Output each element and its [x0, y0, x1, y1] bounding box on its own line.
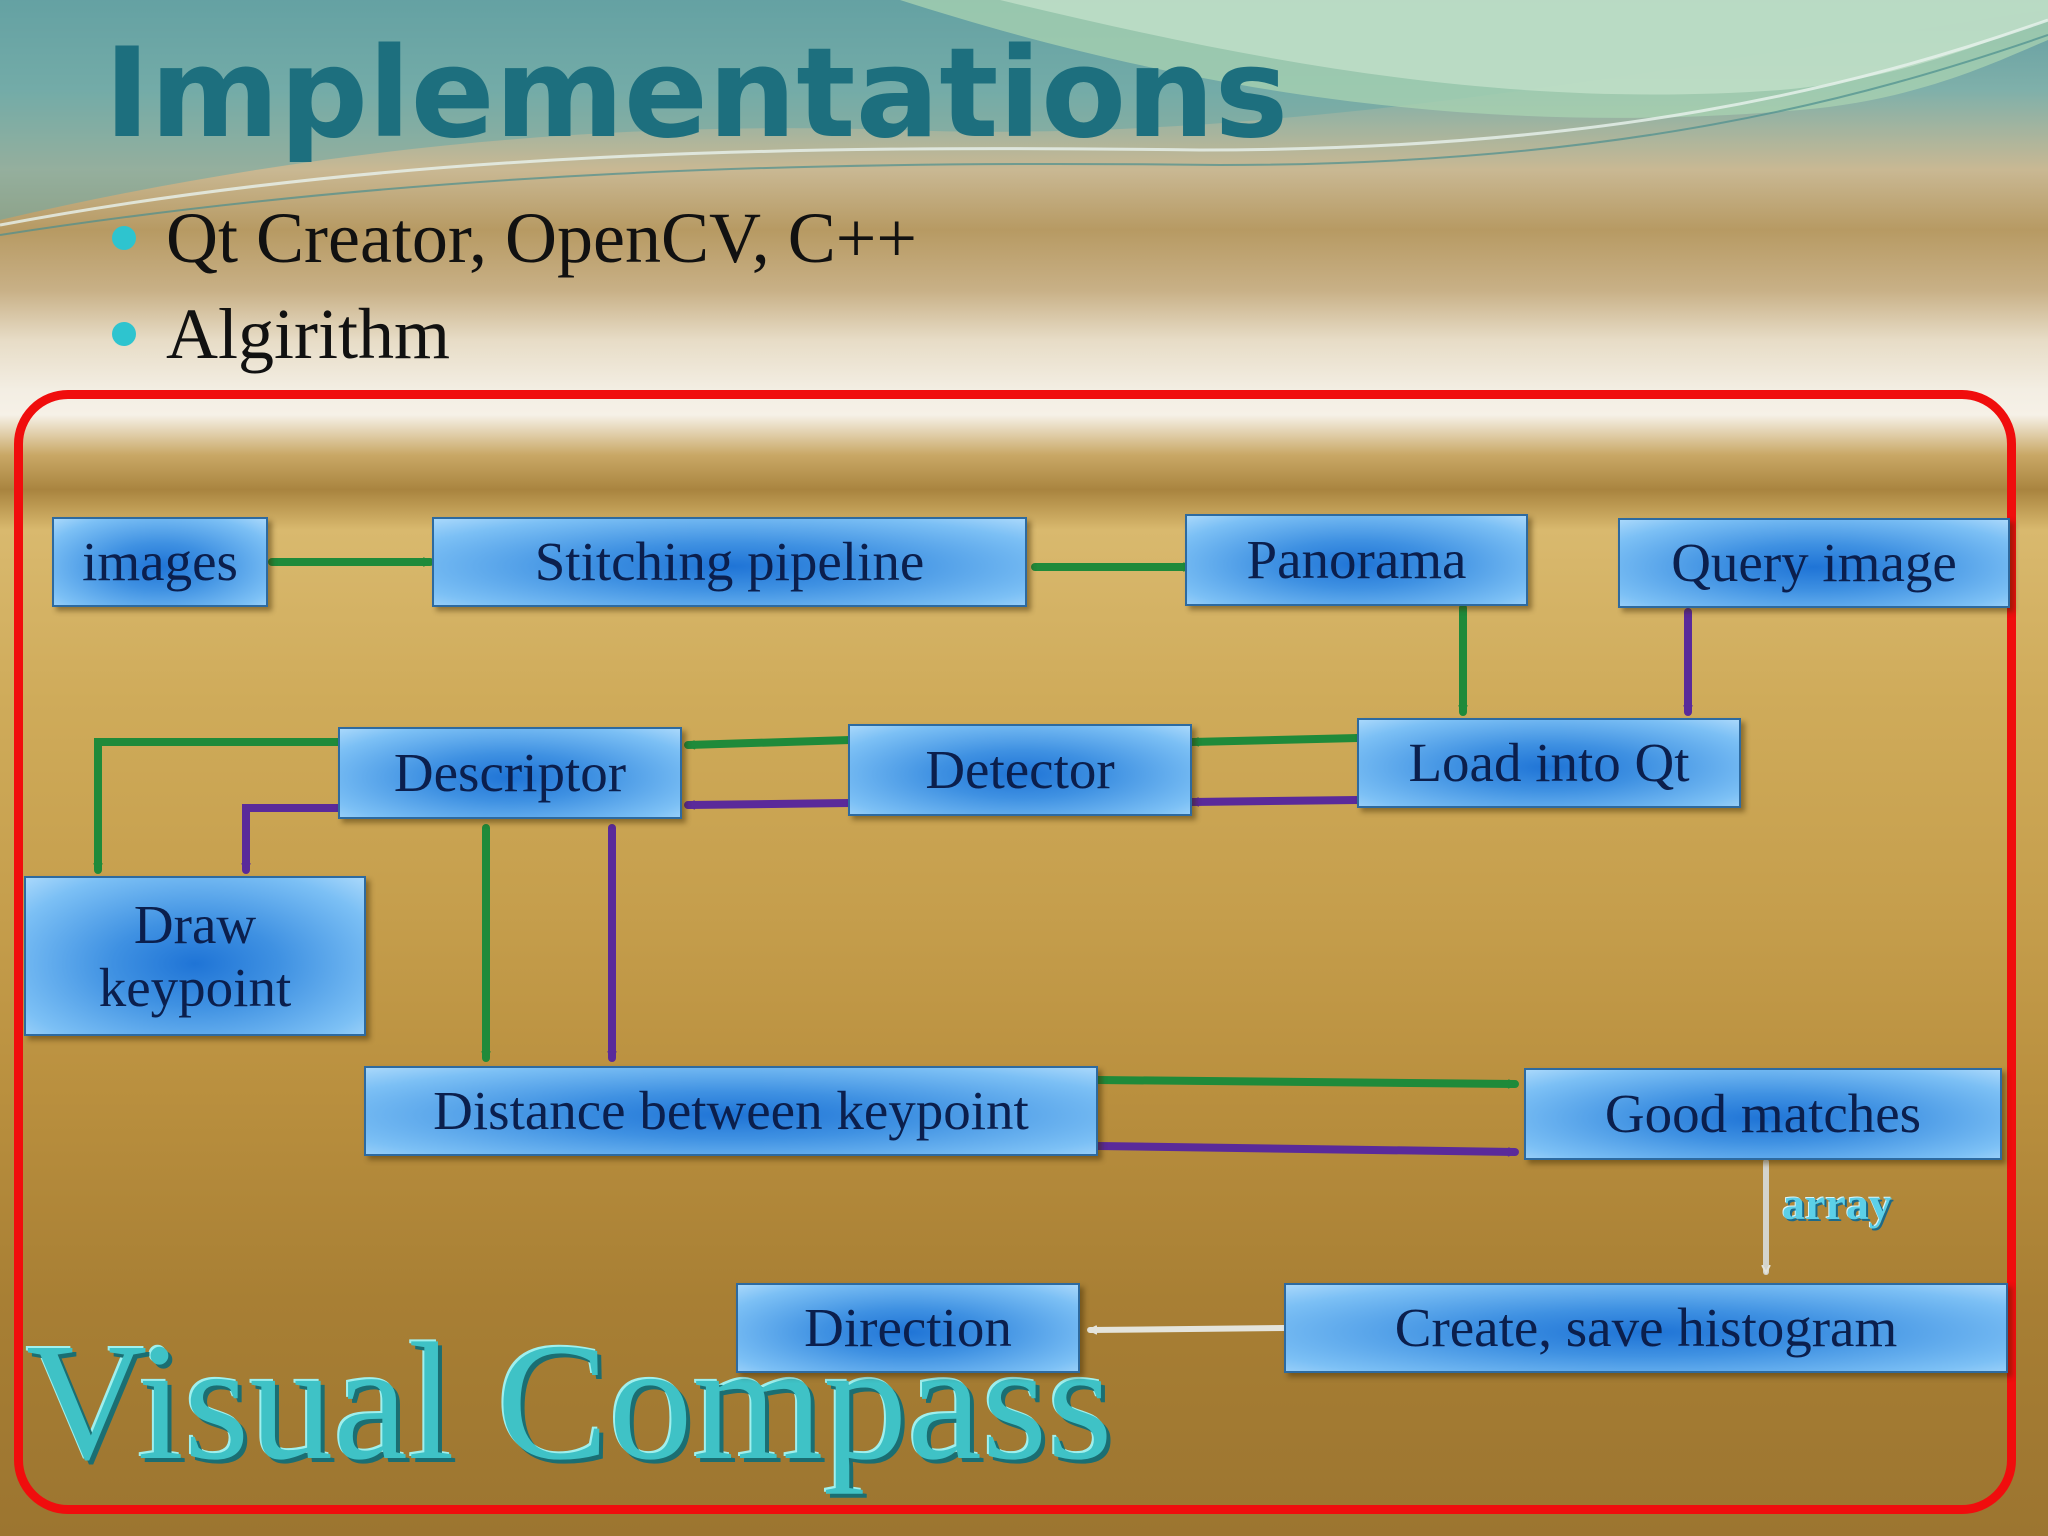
decorative-waves [0, 0, 2048, 236]
node-stitching-label: Stitching pipeline [534, 531, 925, 593]
node-stitching-pipeline: Stitching pipeline [432, 517, 1027, 607]
bullet-tools: Qt Creator, OpenCV, C++ [166, 198, 917, 278]
node-distance-label: Distance between keypoint [433, 1080, 1029, 1142]
arrow-descriptor-draw-purple [246, 804, 346, 874]
node-histogram-label: Create, save histogram [1394, 1297, 1898, 1359]
arrow-distance-good-green [1094, 1076, 1519, 1084]
arrow-descriptor-draw-green [98, 738, 346, 874]
node-direction: Direction [736, 1283, 1080, 1373]
node-panorama-label: Panorama [1246, 529, 1467, 591]
node-draw-label-line1: Draw [133, 893, 257, 955]
bullet-algorithm: Algirithm [166, 294, 450, 374]
node-descriptor-label: Descriptor [393, 742, 627, 804]
arrow-detector-descriptor-purple [684, 799, 854, 805]
node-direction-label: Direction [804, 1297, 1012, 1359]
node-detector: Detector [848, 724, 1192, 816]
node-query-label: Query image [1671, 532, 1957, 594]
node-images-label: images [82, 531, 238, 593]
diagram-frame [14, 390, 2016, 1514]
arrow-load-detector-purple [1188, 796, 1362, 802]
node-load-into-qt: Load into Qt [1357, 718, 1741, 808]
node-create-save-histogram: Create, save histogram [1284, 1283, 2008, 1373]
bullet-dot [112, 322, 136, 346]
edge-label-array: array [1782, 1178, 1892, 1229]
node-descriptor: Descriptor [338, 727, 682, 819]
slide-title: Implementations [104, 22, 1289, 166]
node-images: images [52, 517, 268, 607]
node-panorama: Panorama [1185, 514, 1528, 606]
node-query-image: Query image [1618, 518, 2010, 608]
bullet-dot [112, 226, 136, 250]
arrow-detector-descriptor-green [684, 736, 854, 745]
node-good-matches: Good matches [1524, 1068, 2002, 1160]
node-draw-label-line2: keypoint [98, 957, 292, 1018]
node-load-label: Load into Qt [1408, 732, 1690, 794]
arrow-load-detector-green [1188, 734, 1362, 742]
node-draw-keypoint: Draw keypoint [24, 876, 366, 1036]
node-good-label: Good matches [1604, 1083, 1922, 1145]
arrow-distance-good-purple [1094, 1142, 1519, 1152]
arrow-histogram-direction [1087, 1325, 1287, 1330]
node-detector-label: Detector [925, 739, 1115, 801]
node-distance-between-keypoint: Distance between keypoint [364, 1066, 1098, 1156]
